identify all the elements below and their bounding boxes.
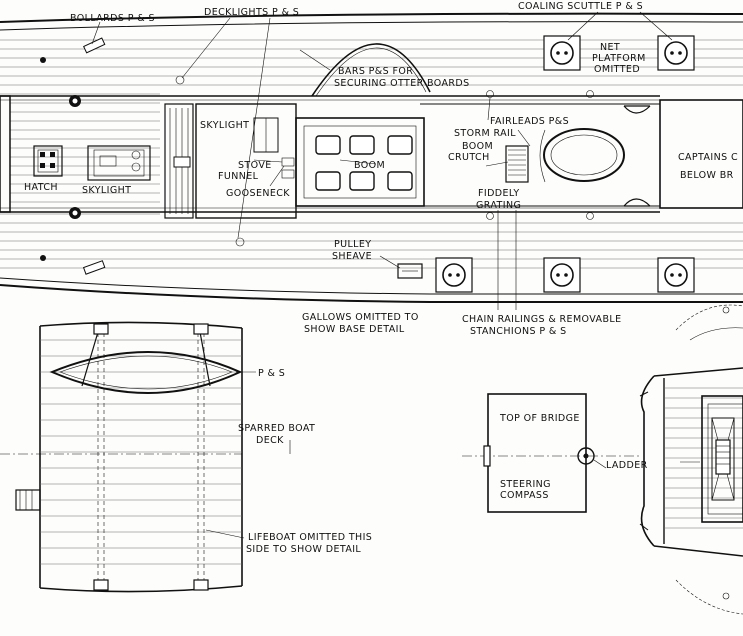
label-captains: CAPTAINS C [678,152,738,163]
boat-deck-ladder [15,489,41,511]
label-gallows: GALLOWS OMITTED TO [302,312,419,323]
label-net: NET [600,42,620,53]
funnel [543,128,625,182]
skylight-panes [315,135,413,191]
label-show-base-detail: SHOW BASE DETAIL [304,324,405,335]
label-coaling-scuttle: COALING SCUTTLE P & S [518,1,643,12]
label-funnel: FUNNEL [218,171,259,182]
label-side-to-show-detail: SIDE TO SHOW DETAIL [246,544,361,555]
label-sparred-boat: SPARRED BOAT [238,423,315,434]
label-securing-otter-boards: SECURING OTTER BOARDS [334,78,470,89]
hull-top-edge [0,12,743,23]
label-boom-crutch-1: BOOM [462,141,493,152]
bulwark-bottom [0,277,743,295]
label-top-of-bridge: TOP OF BRIDGE [499,413,580,424]
label-below-bridge: BELOW BR [680,170,734,181]
boat-deck-spars [40,339,242,565]
wheelhouse [701,395,743,523]
label-deck: DECK [256,435,284,446]
label-compass: COMPASS [500,490,549,501]
label-chain-railings: CHAIN RAILINGS & REMOVABLE [462,314,621,325]
gallows-grating [164,103,194,219]
deck-planking [0,39,743,269]
label-decklights: DECKLIGHTS P & S [204,7,299,18]
label-storm-rail: STORM RAIL [454,128,516,139]
label-stove: STOVE [238,160,272,171]
label-ladder: LADDER [606,460,648,471]
label-gooseneck: GOOSENECK [226,188,290,199]
label-stanchions: STANCHIONS P & S [470,326,567,337]
label-boom: BOOM [354,160,385,171]
label-net-omitted: OMITTED [594,64,640,75]
main-deck-plan [0,11,743,310]
label-p-and-s: P & S [258,368,285,379]
label-lifeboat-omitted: LIFEBOAT OMITTED THIS [248,532,372,543]
boom-skylight [295,117,425,207]
bridge-partial-view [639,304,743,615]
bollard-fittings [40,37,594,275]
bridge-planking [664,387,743,529]
hatch [33,145,63,177]
leader-lines [91,11,673,310]
fiddely-grating [505,145,529,183]
label-hatch: HATCH [24,182,58,193]
labels: BOLLARDS P & S DECKLIGHTS P & S COALING … [24,1,738,555]
bridge-ladder [715,439,731,475]
label-skylight-top: SKYLIGHT [200,120,249,131]
forward-hatch-edge [0,95,11,213]
aft-skylight [87,145,151,181]
label-skylight-aft: SKYLIGHT [82,185,131,196]
otter-board-bar [311,43,431,97]
sparred-boat-deck-view [0,321,291,593]
label-bollards: BOLLARDS P & S [70,13,155,24]
steering-compass [577,447,595,465]
label-sheave: SHEAVE [332,251,372,262]
label-grating: GRATING [476,200,521,211]
label-net-platform: PLATFORM [592,53,646,64]
pulley-sheave [397,263,423,279]
coaling-scuttles [435,35,695,293]
label-boom-crutch-2: CRUTCH [448,152,490,163]
label-fiddely: FIDDELY [478,188,520,199]
bulwark-top [0,21,743,31]
top-of-bridge-view [462,393,640,513]
hull-bottom-edge [0,284,743,303]
label-pulley: PULLEY [334,239,371,250]
lifeboat [49,351,243,394]
captains-cabin [659,99,743,209]
label-bars: BARS P&S FOR [338,66,413,77]
label-steering: STEERING [500,479,551,490]
label-fairleads: FAIRLEADS P&S [490,116,569,127]
